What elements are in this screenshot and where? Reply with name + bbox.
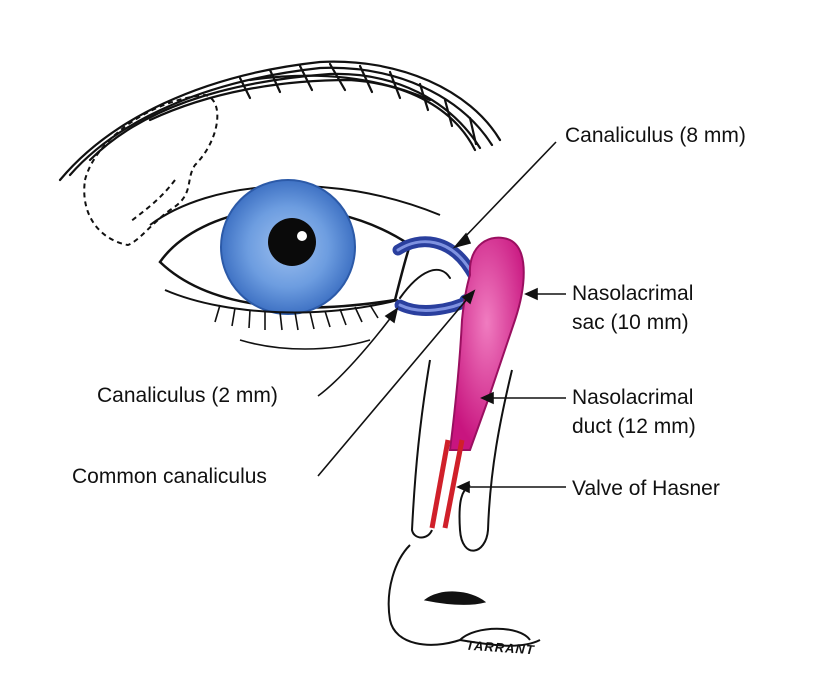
pupil (268, 218, 316, 266)
label-nasolacrimal-sac-line1: Nasolacrimal (572, 282, 694, 305)
pupil-highlight (297, 231, 307, 241)
lacrimal-gland-outline (83, 93, 219, 247)
duct-lower-red (429, 439, 451, 529)
label-nasolacrimal-duct-line2: duct (12 mm) (572, 415, 696, 438)
label-nasolacrimal-sac-line2: sac (10 mm) (572, 311, 689, 334)
leader-lines (317, 141, 566, 494)
label-canaliculus-2mm: Canaliculus (2 mm) (97, 384, 278, 407)
lower-lashes (214, 304, 379, 331)
nostril (423, 591, 487, 605)
eyebrow (58, 60, 502, 182)
duct-lower-red-2 (442, 439, 465, 529)
label-nasolacrimal-duct-line1: Nasolacrimal (572, 386, 694, 409)
label-common-canaliculus: Common canaliculus (72, 465, 267, 488)
gland-inner-outline (129, 179, 176, 223)
label-canaliculus-8mm: Canaliculus (8 mm) (565, 124, 746, 147)
cheek-line (239, 339, 371, 350)
nose-outline (387, 359, 541, 647)
label-valve-of-hasner: Valve of Hasner (572, 477, 720, 500)
nasolacrimal-sac (448, 236, 525, 451)
